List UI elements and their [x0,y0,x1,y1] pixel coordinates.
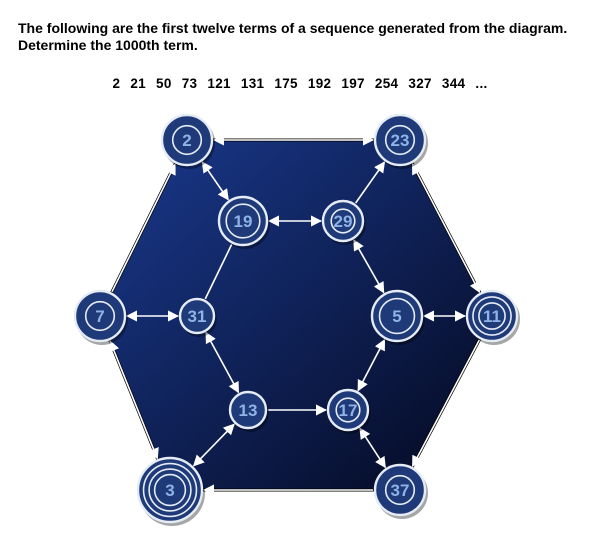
hexagon-background [98,138,494,492]
edge-n13-n3 [192,423,235,467]
sequence-ellipsis: ... [475,76,488,91]
sequence-term: 121 [207,76,231,91]
edge-n31-n13 [205,331,240,394]
edge-n11-n37 [411,339,481,468]
sequence-term: 327 [408,76,432,91]
edge-n29-n23 [355,161,386,204]
sequence-term: 131 [240,76,265,91]
node-label: 13 [239,401,258,420]
node-31: 31 [178,297,217,337]
edge-n17-n37 [359,427,386,469]
sequence-term: 197 [341,76,365,91]
edge-n23-n11 [411,162,481,294]
edges-layer [108,134,481,496]
sequence-term: 175 [274,76,298,91]
edge-n5-n17 [357,338,386,392]
node-label: 2 [182,131,191,150]
node-label: 19 [234,212,253,231]
node-7: 7 [73,289,128,345]
sequence-term: 21 [130,76,146,91]
node-label: 29 [334,212,353,231]
node-37: 37 [373,463,428,519]
question-text: The following are the first twelve terms… [18,20,588,54]
sequence-term: 73 [181,76,198,91]
node-label: 37 [391,481,410,500]
sequence-term: 254 [374,76,399,91]
node-3: 3 [136,456,205,526]
node-13: 13 [228,390,269,432]
node-label: 11 [483,307,501,326]
question-line-1: The following are the first twelve terms… [18,20,568,36]
sequence-term: 344 [441,76,466,91]
node-2: 2 [160,113,215,169]
node-5: 5 [370,289,425,345]
node-11: 11 [465,289,520,345]
edge-n2-n19 [201,161,229,201]
node-label: 5 [392,307,401,326]
nodes-layer: 2 23 7 11 3 37 19 29 31 5 13 17 [73,113,520,526]
node-29: 29 [321,199,366,245]
node-23: 23 [373,113,428,169]
edge-n29-n5 [353,239,385,294]
question-line-2: Determine the 1000th term. [18,37,198,53]
node-label: 3 [165,481,174,500]
sequence-term: 192 [307,76,332,91]
edge-n7-n2 [111,163,176,293]
node-label: 31 [188,307,207,326]
edge-n19-n31 [204,244,233,300]
sequence-term: 50 [156,76,172,91]
node-label: 23 [391,131,410,150]
edge-n3-n7 [108,340,159,460]
node-19: 19 [217,195,270,249]
sequence-term: 2 [112,76,121,91]
node-label: 7 [95,307,104,326]
node-17: 17 [326,388,371,434]
node-label: 17 [339,401,358,420]
sequence-terms: 2 21 50 73 121 131 175 192 197 254 327 3… [0,76,600,91]
